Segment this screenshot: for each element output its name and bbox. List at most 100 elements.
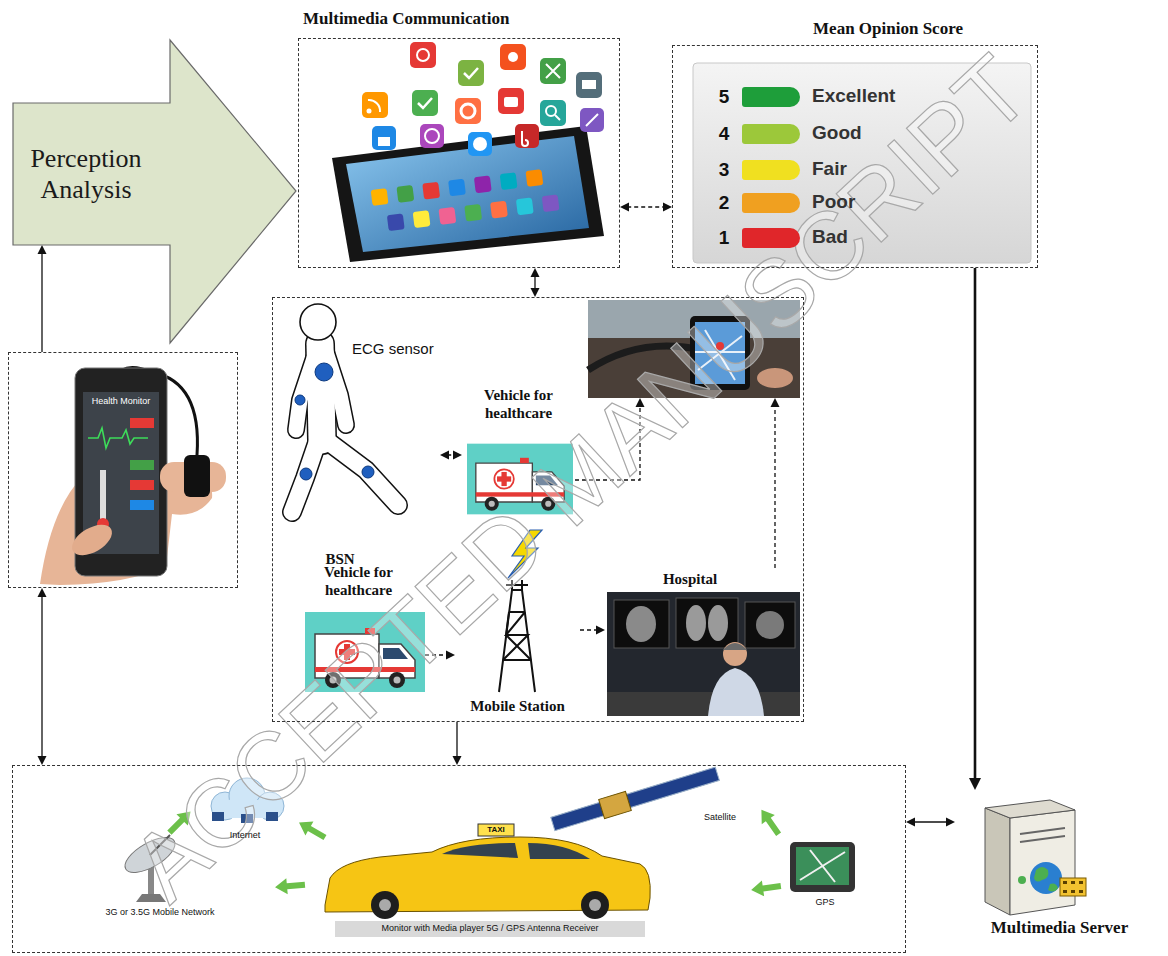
body-sensor-figure: ECG sensorBSN	[280, 300, 440, 572]
hospital-photo	[686, 605, 706, 641]
smartphone-apps	[362, 42, 604, 156]
server-icon	[1063, 890, 1067, 893]
connector-line	[774, 405, 775, 568]
icon-caption: GPS	[790, 897, 860, 908]
arrow-head	[946, 818, 955, 827]
icon-caption: Monitor with Media player 5G / GPS Anten…	[335, 923, 645, 934]
body-sensor-figure-art	[326, 440, 398, 505]
smartphone-apps	[438, 207, 456, 225]
smartphone-apps	[555, 115, 560, 120]
panel-title: Mean Opinion Score	[740, 19, 1036, 39]
body-sensor-figure-art	[362, 466, 374, 478]
connector	[580, 626, 605, 635]
health-monitor-device	[130, 480, 154, 490]
smartphone-apps	[468, 132, 492, 156]
smartphone-apps	[542, 194, 560, 212]
body-sensor-figure-art	[315, 363, 333, 381]
arrow-head	[906, 818, 915, 827]
network-illustration	[589, 899, 601, 911]
server-icon	[1034, 867, 1058, 892]
smartphone-apps	[515, 124, 539, 148]
rating-swatch	[742, 160, 800, 180]
smartphone-apps	[346, 136, 589, 252]
arrow-text: Perception Analysis	[14, 143, 158, 205]
arrow-head	[620, 203, 629, 212]
health-monitor-device	[40, 367, 226, 585]
smartphone-apps	[367, 109, 372, 114]
connector	[531, 268, 540, 297]
rating-label: Excellent	[812, 85, 1012, 108]
network-illustration	[790, 842, 855, 892]
body-sensor-figure-art	[295, 395, 305, 405]
smartphone-apps	[396, 185, 414, 203]
server-icon	[1030, 862, 1062, 894]
sensor-label: ECG sensor	[352, 340, 438, 358]
smartphone-apps	[371, 188, 389, 206]
rating-label: Bad	[812, 226, 1012, 249]
network-illustration	[551, 802, 605, 831]
arrow-head	[531, 268, 540, 277]
connector-line	[41, 595, 42, 758]
hospital-photo	[607, 692, 800, 716]
rating-number: 1	[712, 227, 736, 250]
hospital-photo	[723, 642, 747, 666]
smartphone-apps	[540, 58, 566, 84]
smartphone-apps	[371, 168, 560, 233]
icon-caption: 3G or 3.5G Mobile Network	[60, 907, 260, 918]
smartphone-apps	[420, 124, 444, 148]
body-sensor-figure-art	[300, 304, 336, 340]
rating-number: 3	[712, 159, 736, 182]
smartphone-apps	[387, 213, 405, 231]
connector-line	[627, 206, 665, 207]
arrow-head	[453, 451, 462, 460]
network-illustration	[379, 899, 391, 911]
body-sensor-figure-art	[292, 304, 398, 512]
perception-arrow: Perception Analysis	[12, 38, 298, 345]
hospital-photo	[614, 600, 669, 648]
rating-number: 4	[712, 123, 736, 146]
server-icon	[1079, 890, 1083, 893]
smartphone-apps	[474, 175, 492, 193]
smartphone-apps	[582, 80, 596, 89]
rating-swatch	[742, 193, 800, 213]
network-illustration	[800, 850, 845, 882]
taxi-sign: TAXI	[478, 825, 514, 835]
smartphone-apps	[448, 179, 466, 197]
smartphone-apps	[522, 131, 528, 146]
connector	[620, 203, 672, 212]
body-sensor-figure-art	[292, 440, 318, 512]
body-sensor-figure-art	[292, 440, 318, 512]
smartphone-apps	[372, 126, 396, 150]
rating-number: 2	[712, 192, 736, 215]
connector-line	[580, 629, 598, 630]
hospital-photo	[745, 602, 795, 648]
smartphone-apps	[378, 137, 390, 146]
smartphone-apps	[490, 201, 508, 219]
healthcare-panel: ECG sensorBSNVehicle for healthcareVehic…	[272, 297, 804, 722]
network-illustration	[624, 767, 719, 808]
health-monitor-device	[88, 428, 148, 448]
health-monitor-device	[130, 500, 154, 510]
smartphone-apps	[586, 114, 598, 126]
network-panel: InternetSatellite3G or 3.5G Mobile Netwo…	[12, 765, 906, 953]
network-illustration	[274, 877, 305, 896]
hospital-box: Hospital	[605, 568, 801, 718]
smartphone-apps	[461, 104, 475, 118]
body-sensor-figure-art	[326, 440, 398, 505]
smartphone-apps	[525, 169, 543, 187]
arrow-head	[38, 245, 47, 254]
smartphone-apps	[473, 137, 487, 151]
hospital-photo	[756, 611, 784, 639]
hospital-photo	[607, 592, 800, 716]
smartphone-apps	[546, 64, 560, 78]
connector	[453, 722, 462, 765]
rating-label: Poor	[812, 191, 1012, 214]
smartphone-apps	[516, 197, 534, 215]
rating-label: Good	[812, 122, 1012, 145]
server-icon	[985, 800, 1086, 915]
smartphone-apps	[504, 97, 518, 107]
smartphone-apps	[500, 172, 518, 190]
server-icon	[1020, 828, 1065, 842]
smartphone-apps	[332, 126, 604, 262]
